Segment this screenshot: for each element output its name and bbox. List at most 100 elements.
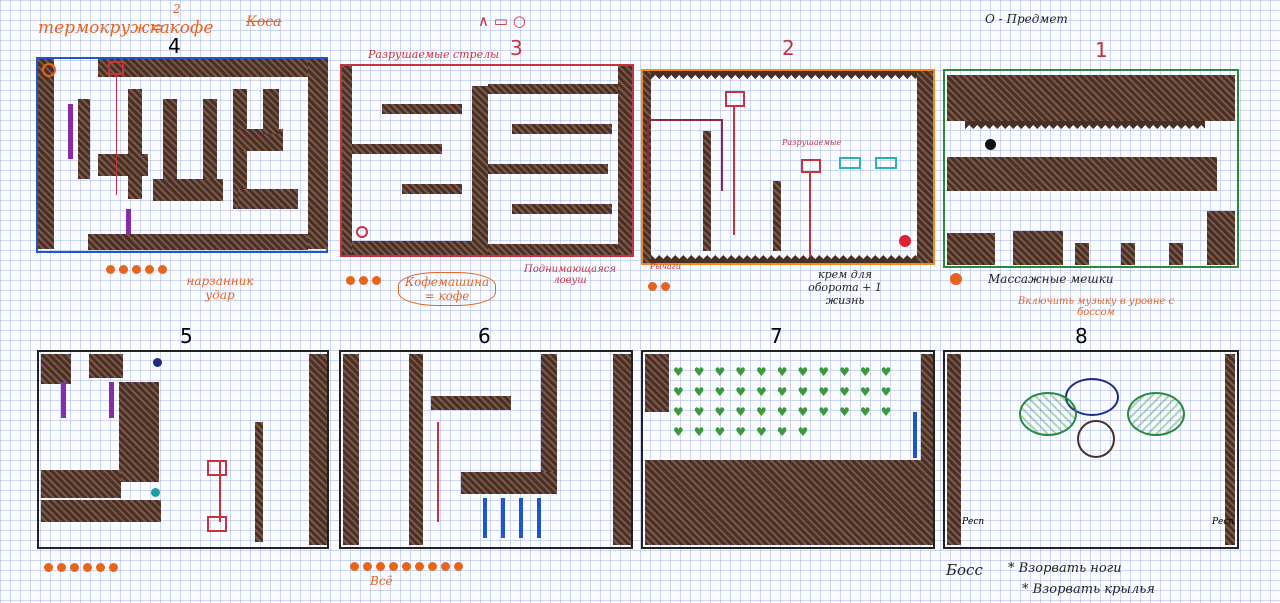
- level-3-top-note: Разрушаемые стрелы: [368, 48, 499, 61]
- blue-bar: [913, 412, 917, 458]
- wall: [409, 354, 423, 545]
- red-frame: [207, 460, 227, 476]
- red-frame: [207, 516, 227, 532]
- platform: [488, 84, 618, 94]
- purple-door: [109, 382, 114, 418]
- platform: [431, 396, 511, 410]
- level-6-caption: Всё: [370, 574, 393, 588]
- level-2-number: 2: [782, 36, 795, 60]
- ceiling-spikes: [965, 121, 1205, 129]
- teal-platform: [875, 157, 897, 169]
- orange-item-icon: [42, 63, 56, 77]
- wall: [917, 71, 933, 263]
- maze-wall: [238, 189, 298, 209]
- level-6-panel: [339, 350, 633, 549]
- boss-wing-right: [1127, 392, 1185, 436]
- header-legend-symbols: ∧ ▭ ○: [478, 12, 526, 30]
- red-lift: [801, 159, 821, 173]
- level-8-resp-right: Респ: [1212, 517, 1234, 527]
- level-6-lives: [350, 556, 467, 575]
- floor-block: [1169, 243, 1183, 265]
- pillar: [773, 181, 781, 251]
- level-3-side-note: Поднимающаяся ловуш: [522, 264, 618, 286]
- wall: [472, 86, 488, 255]
- platform: [352, 241, 472, 255]
- floor-block: [1121, 243, 1135, 265]
- level-2-caption: крем для оборота + 1 жизнь: [800, 268, 890, 307]
- block: [41, 500, 161, 522]
- red-ball-icon: [899, 235, 911, 247]
- level-3-caption: Кофемашина = кофе: [398, 272, 496, 306]
- level-1-number: 1: [1095, 38, 1108, 62]
- red-frame: [647, 119, 723, 191]
- floor-ledge: [947, 157, 1217, 191]
- block: [41, 354, 71, 384]
- level-3-panel: [340, 64, 634, 257]
- platform: [352, 144, 442, 154]
- hearts-field: ♥♥♥♥♥♥♥♥♥♥♥♥♥♥♥♥♥♥♥♥♥♥♥♥♥♥♥♥♥♥♥♥♥♥♥♥♥♥♥♥: [673, 362, 903, 452]
- item-ring-icon: [356, 226, 368, 238]
- wall: [921, 354, 933, 545]
- header-eq-number: 2: [173, 2, 181, 16]
- level-5-number: 5: [180, 324, 193, 348]
- purple-door: [68, 104, 73, 159]
- maze-wall: [203, 99, 217, 179]
- purple-door: [61, 382, 66, 418]
- boss-wing-left: [1019, 392, 1077, 436]
- platform: [461, 472, 557, 494]
- maze-wall: [163, 99, 177, 189]
- blue-ball-icon: [153, 358, 162, 367]
- floor-block: [947, 233, 995, 265]
- pillar: [255, 422, 263, 542]
- level-2-side-note: Рычаги: [650, 262, 681, 271]
- maze-wall: [98, 59, 328, 77]
- maze-wall: [153, 179, 223, 201]
- level-4-caption: нарзанник удар: [180, 274, 260, 302]
- ceiling-block: [947, 75, 1235, 121]
- header-crossed-word: Коса: [246, 14, 281, 30]
- level-8-line2: * Взорвать крылья: [1022, 582, 1155, 597]
- level-4-number: 4: [168, 34, 181, 58]
- teal-ball-icon: [151, 488, 160, 497]
- maze-wall: [308, 59, 328, 249]
- block: [119, 382, 159, 482]
- level-3-number: 3: [510, 36, 523, 60]
- wall: [342, 66, 352, 255]
- platform: [512, 204, 612, 214]
- right-wall: [309, 354, 327, 545]
- ground: [645, 460, 931, 545]
- platform: [382, 104, 462, 114]
- level-4-lives: [106, 259, 171, 278]
- level-2-panel: [641, 69, 935, 265]
- level-3-lives: [346, 270, 385, 289]
- block: [89, 354, 123, 378]
- level-2-lives: [648, 276, 674, 295]
- floor-block: [1075, 243, 1089, 265]
- platform: [613, 354, 631, 545]
- blue-bar: [537, 498, 541, 538]
- wall: [947, 354, 961, 545]
- platform: [488, 164, 608, 174]
- teal-platform: [839, 157, 861, 169]
- level-1-caption: Массажные мешки: [988, 272, 1114, 286]
- level-8-number: 8: [1075, 324, 1088, 348]
- maze-wall: [128, 89, 142, 199]
- floor-spikes: [643, 255, 933, 263]
- level-5-panel: [37, 350, 329, 549]
- level-1-panel: [943, 69, 1239, 268]
- level-8-panel: [943, 350, 1239, 549]
- platform: [402, 184, 462, 194]
- red-lift: [725, 91, 745, 107]
- ceiling-spikes: [643, 71, 933, 79]
- wall: [343, 354, 359, 545]
- black-ball-icon: [985, 139, 996, 150]
- level-8-boss-note: Босс: [946, 561, 983, 579]
- level-7-panel: ♥♥♥♥♥♥♥♥♥♥♥♥♥♥♥♥♥♥♥♥♥♥♥♥♥♥♥♥♥♥♥♥♥♥♥♥♥♥♥♥: [641, 350, 935, 549]
- maze-wall: [78, 99, 90, 179]
- floor-block: [1013, 231, 1063, 265]
- maze-wall: [38, 59, 54, 249]
- red-rope: [437, 422, 439, 522]
- level-4-panel: [36, 57, 328, 253]
- maze-wall: [98, 154, 148, 176]
- block: [41, 470, 121, 498]
